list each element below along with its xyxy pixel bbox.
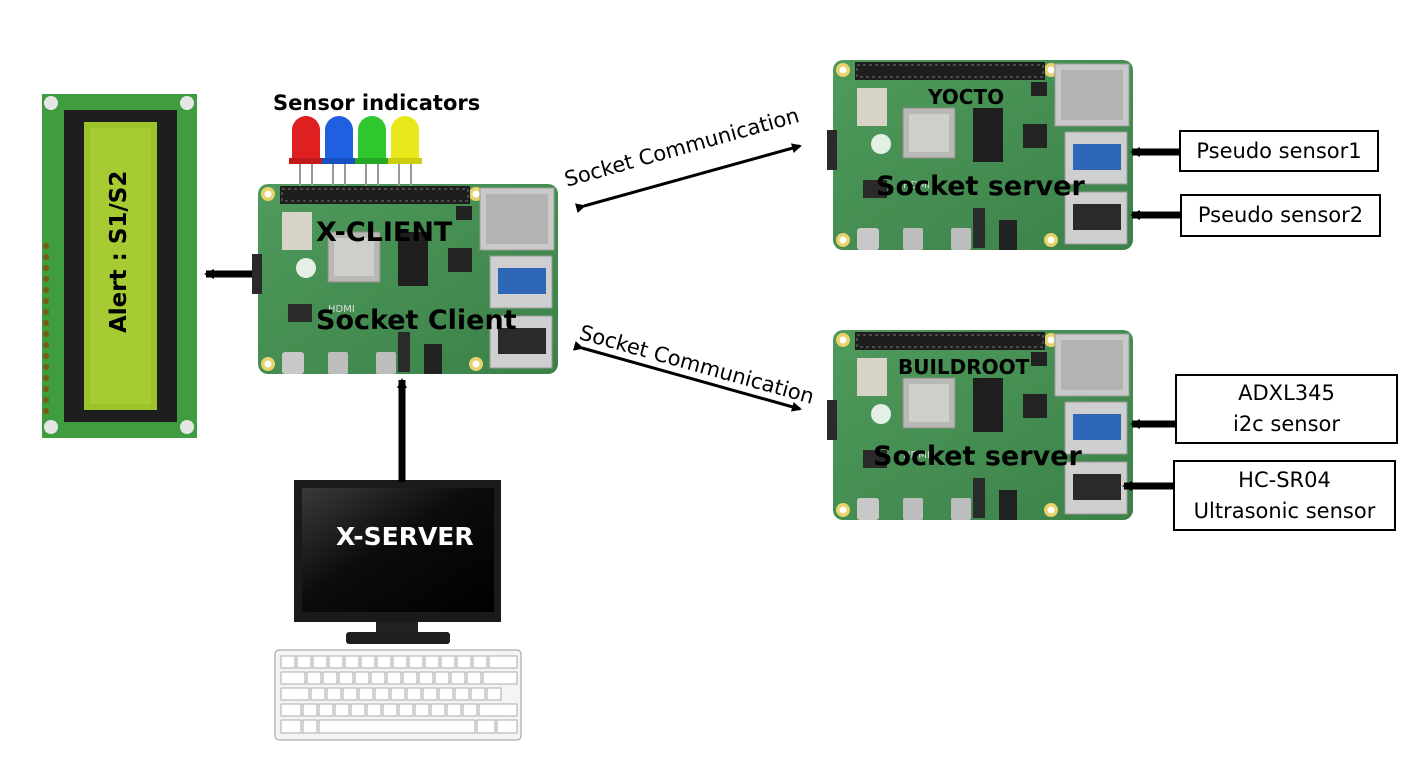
blue-led-icon <box>322 116 356 186</box>
sensor-line: i2c sensor <box>1232 412 1340 436</box>
sensor-led-group <box>289 116 422 186</box>
client-board <box>251 183 559 375</box>
buildroot-os-label: BUILDROOT <box>898 355 1030 379</box>
arrow-client-yocto <box>574 143 802 213</box>
sensor-line: Ultrasonic sensor <box>1193 498 1376 523</box>
hcsr04-sensor-box: HC-SR04 Ultrasonic sensor <box>1173 460 1396 531</box>
sensor-line: Pseudo sensor2 <box>1197 203 1364 227</box>
lcd-alert-text: Alert : S1/S2 <box>106 170 132 333</box>
pseudo-sensor2-box: Pseudo sensor2 <box>1180 194 1381 237</box>
lcd-module <box>42 94 197 438</box>
sensor-indicators-label: Sensor indicators <box>273 91 481 115</box>
yellow-led-icon <box>388 116 422 186</box>
arrow-client-buildroot <box>572 341 802 412</box>
keyboard-icon <box>274 649 522 741</box>
sensor-line: HC-SR04 <box>1238 467 1331 492</box>
yocto-server-title: Socket server <box>876 171 1085 202</box>
client-subtitle: Socket Client <box>316 305 517 336</box>
pc-monitor <box>294 480 501 644</box>
buildroot-server-title: Socket server <box>873 441 1082 472</box>
adxl345-sensor-box: ADXL345 i2c sensor <box>1175 374 1398 444</box>
client-title: X-CLIENT <box>316 217 453 248</box>
pseudo-sensor1-box: Pseudo sensor1 <box>1179 130 1379 172</box>
sensor-line: ADXL345 <box>1238 381 1335 405</box>
red-led-icon <box>289 116 323 186</box>
sensor-line: Pseudo sensor1 <box>1196 138 1362 163</box>
green-led-icon <box>355 116 389 186</box>
arrows <box>204 143 1180 491</box>
yocto-os-label: YOCTO <box>928 85 1005 109</box>
monitor-label: X-SERVER <box>336 522 474 551</box>
